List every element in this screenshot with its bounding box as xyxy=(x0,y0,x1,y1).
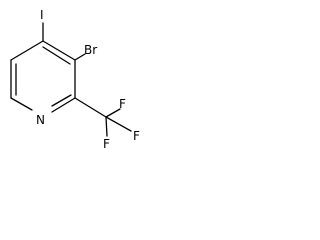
bond-c-f-right xyxy=(105,116,132,132)
atom-label-fluorine-bottom: F xyxy=(103,137,110,151)
bond-c-f-top xyxy=(105,108,121,118)
bond-c6-n xyxy=(10,97,33,111)
atom-label-fluorine-right: F xyxy=(133,129,140,143)
atom-label-nitrogen: N xyxy=(36,113,45,127)
bond-c3-c4-double xyxy=(42,46,71,65)
bond-c2-cf3 xyxy=(74,97,107,118)
bond-n-c2-double xyxy=(51,94,72,107)
bond-c3-br xyxy=(74,53,86,61)
atom-label-iodine: I xyxy=(40,8,44,22)
atom-label-fluorine-top: F xyxy=(119,97,126,111)
bond-c3-c4 xyxy=(42,40,76,61)
bond-c4-c5 xyxy=(10,40,44,61)
structure-diagram: I Br N F F F xyxy=(10,8,140,151)
atom-label-bromine: Br xyxy=(84,43,97,57)
bond-c-f-bottom xyxy=(105,116,108,137)
bond-n-c2 xyxy=(51,97,76,113)
